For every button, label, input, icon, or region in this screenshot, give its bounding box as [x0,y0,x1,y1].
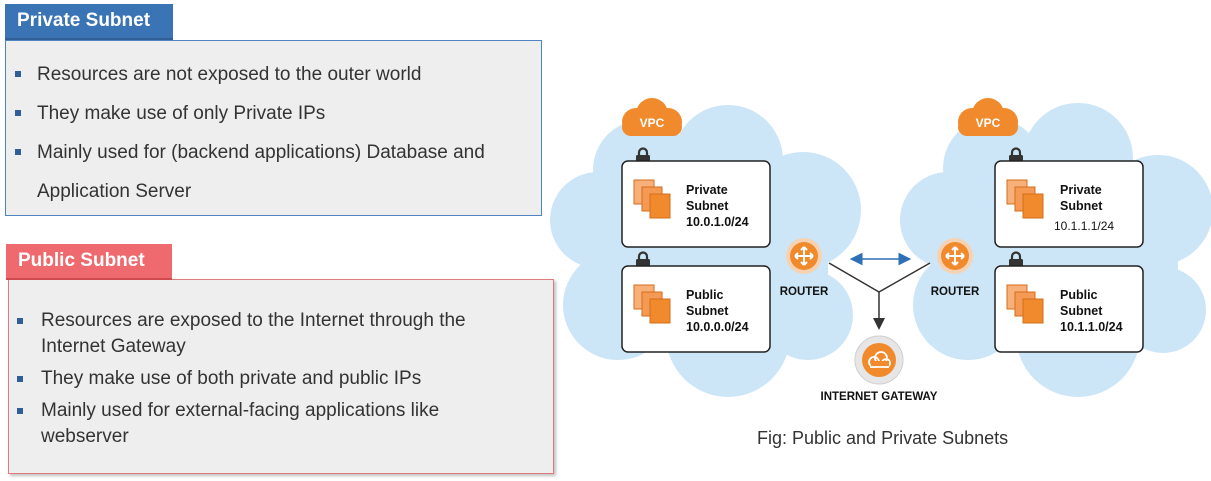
router-icon [785,237,823,275]
subnet-label: Public [686,288,724,302]
gateway-label: INTERNET GATEWAY [821,391,938,403]
bullet-icon [15,71,21,77]
right-vpc-badge: VPC [958,98,1018,136]
bullet-icon [17,376,23,382]
subnet-cidr: 10.1.1.0/24 [1060,320,1123,334]
subnet-label: Subnet [1060,199,1103,213]
list-item: Resources are not exposed to the outer w… [6,55,541,94]
right-public-subnet: Public Subnet 10.1.1.0/24 [994,251,1144,353]
left-public-subnet: Public Subnet 10.0.0.0/24 [621,251,771,353]
router-icon [936,237,974,275]
bullet-icon [17,318,23,324]
private-subnet-list: Resources are not exposed to the outer w… [6,41,541,211]
list-item: Application Server [37,181,192,202]
subnet-cidr: 10.0.0.0/24 [686,320,749,334]
vpc-diagram: VPC VPC Private Subnet 10.0.1.0/24 Publi… [550,98,1211,403]
list-item: Mainly used for external-facing applicat… [9,398,481,450]
list-item: Mainly used for (backend applications) D… [6,133,541,172]
public-subnet-list: Resources are exposed to the Internet th… [9,280,553,450]
public-subnet-panel: Resources are exposed to the Internet th… [8,279,554,474]
router-link-line [828,262,880,293]
subnet-label: Private [1060,183,1102,197]
subnet-cidr: 10.1.1.1/24 [1054,219,1114,233]
left-router: ROUTER [780,237,829,298]
subnet-label: Subnet [686,304,729,318]
router-link-line [878,262,931,293]
right-router: ROUTER [931,237,980,298]
subnet-label: Private [686,183,728,197]
right-vpc-label: VPC [976,116,1001,130]
list-item: Resources are exposed to the Internet th… [9,308,501,360]
subnet-label: Subnet [686,199,729,213]
left-vpc-label: VPC [640,116,665,130]
subnet-label: Subnet [1060,304,1103,318]
private-subnet-title: Private Subnet [5,4,173,40]
figure-caption: Fig: Public and Private Subnets [757,428,1009,448]
public-subnet-title: Public Subnet [6,244,172,280]
bullet-icon [17,408,23,414]
left-vpc-badge: VPC [622,98,682,136]
router-label: ROUTER [931,286,980,298]
cloud-icon [868,351,891,368]
right-private-subnet: Private Subnet 10.1.1.1/24 [994,147,1144,248]
internet-gateway: INTERNET GATEWAY [821,335,938,403]
list-item: They make use of both private and public… [9,366,553,392]
subnet-cidr: 10.0.1.0/24 [686,215,749,229]
list-item: They make use of only Private IPs [6,94,541,133]
bullet-icon [15,110,21,116]
left-private-subnet: Private Subnet 10.0.1.0/24 [621,147,771,248]
bullet-icon [15,149,21,155]
private-subnet-panel: Resources are not exposed to the outer w… [5,40,542,216]
router-label: ROUTER [780,286,829,298]
subnet-label: Public [1060,288,1098,302]
